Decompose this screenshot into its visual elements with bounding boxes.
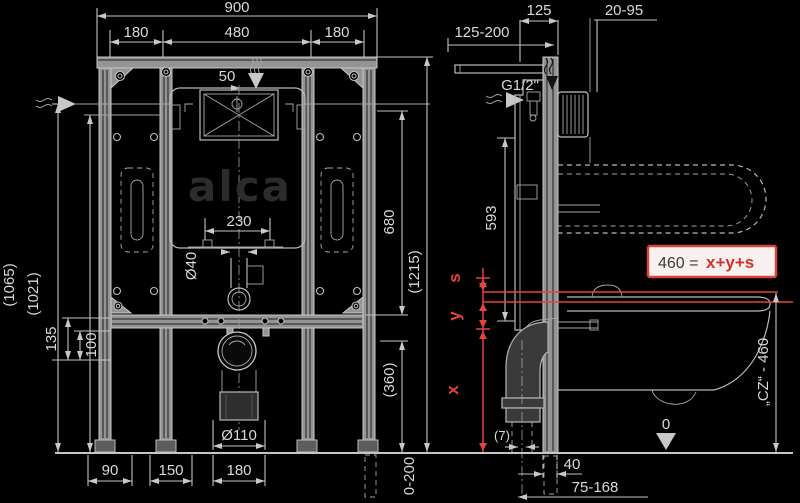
drain-elbow bbox=[501, 321, 549, 497]
dim-cz-460: „CZ“ - 460 bbox=[755, 293, 779, 452]
dim-x-label: x bbox=[443, 385, 462, 395]
red-dim-chain: s y x bbox=[443, 268, 793, 452]
dim-40dia-label: Ø40 bbox=[183, 252, 200, 280]
leg-extension: 0-200 bbox=[364, 454, 418, 498]
drain-socket: Ø110 bbox=[212, 331, 266, 450]
dim-230-label: 230 bbox=[226, 213, 251, 230]
dim-75-168: 75-168 bbox=[518, 479, 648, 500]
dim-110-label: Ø110 bbox=[221, 427, 257, 444]
dim-180b-label: 180 bbox=[226, 462, 251, 479]
side-view: 125 20-95 125-200 G1/2" bbox=[443, 2, 793, 500]
dim-593: 593 bbox=[483, 137, 515, 322]
water-inlet-icon bbox=[248, 57, 264, 89]
frame-column-side bbox=[542, 56, 559, 495]
flush-pipe: 230 Ø40 bbox=[183, 85, 271, 430]
dim-360-label: (360) bbox=[381, 362, 398, 397]
dim-150-label: 150 bbox=[158, 462, 183, 479]
dim-1065: (1065) bbox=[1, 103, 66, 452]
dim-s-label: s bbox=[445, 273, 464, 282]
dim-680-label: 680 bbox=[381, 209, 398, 234]
dim-20-95: 20-95 bbox=[594, 2, 657, 92]
formula-box: 460 = x+y+s bbox=[646, 244, 778, 279]
formula-left: 460 = bbox=[658, 255, 698, 272]
dim-1021: (1021) bbox=[25, 115, 93, 452]
dim-180r-label: 180 bbox=[324, 24, 349, 41]
dim-900: 900 bbox=[96, 0, 378, 57]
dim-1065-label: (1065) bbox=[1, 263, 18, 306]
dim-90-label: 90 bbox=[102, 462, 119, 479]
fill-valve: G1/2" bbox=[485, 77, 541, 122]
dim-1215-label: (1215) bbox=[406, 250, 423, 293]
dim-125-label: 125 bbox=[526, 2, 551, 19]
dim-y-label: y bbox=[445, 311, 464, 321]
dim-0-200-label: 0-200 bbox=[401, 457, 418, 495]
dim-180-480-180: 180 480 180 bbox=[109, 24, 365, 57]
dim-900-label: 900 bbox=[224, 0, 249, 16]
dim-593-label: 593 bbox=[483, 205, 500, 230]
dim-feet: 90 150 180 bbox=[87, 455, 266, 486]
bowl-raised-dashed bbox=[558, 164, 767, 234]
dim-cz-460-label: „CZ“ - 460 bbox=[755, 338, 772, 406]
dim-135-100: 135 100 bbox=[43, 317, 111, 361]
dim-40: 40 bbox=[518, 455, 582, 480]
frame-structure bbox=[94, 56, 379, 453]
dim-480-label: 480 bbox=[224, 24, 249, 41]
dim-20-95-label: 20-95 bbox=[605, 2, 643, 19]
dim-135-label: 135 bbox=[43, 326, 60, 351]
dim-180l-label: 180 bbox=[123, 24, 148, 41]
dim-680: 680 bbox=[365, 110, 408, 316]
front-view: 900 180 480 180 bbox=[1, 0, 433, 498]
supply-pipe-side bbox=[454, 64, 544, 74]
floor-zero-label: 0 bbox=[662, 416, 670, 433]
dim-110: Ø110 bbox=[212, 420, 266, 450]
dim-1021-label: (1021) bbox=[25, 272, 42, 315]
dim-75-168-label: 75-168 bbox=[572, 479, 619, 496]
dim-125-200-label: 125-200 bbox=[454, 24, 509, 41]
dim-7-label: (7) bbox=[494, 428, 510, 443]
dim-125: 125 bbox=[519, 2, 559, 62]
alca-logo: alca bbox=[188, 162, 292, 211]
flush-plate bbox=[557, 18, 591, 163]
dim-50: 50 bbox=[214, 68, 240, 91]
dim-230: 230 bbox=[204, 213, 271, 240]
toilet-bowl-side bbox=[557, 284, 771, 405]
dim-360: (360) bbox=[380, 340, 408, 452]
dim-125-200: 125-200 bbox=[447, 24, 554, 52]
dim-7: (7) bbox=[494, 428, 539, 450]
formula-right: x+y+s bbox=[706, 253, 754, 272]
dim-40-label: 40 bbox=[564, 456, 581, 473]
dim-50-label: 50 bbox=[219, 68, 236, 85]
dim-100-label: 100 bbox=[83, 332, 100, 357]
dim-1215: (1215) bbox=[377, 56, 433, 452]
floor-reference: 0 bbox=[656, 416, 676, 450]
supply-level-icon bbox=[35, 96, 430, 116]
thread-label: G1/2" bbox=[501, 77, 539, 94]
